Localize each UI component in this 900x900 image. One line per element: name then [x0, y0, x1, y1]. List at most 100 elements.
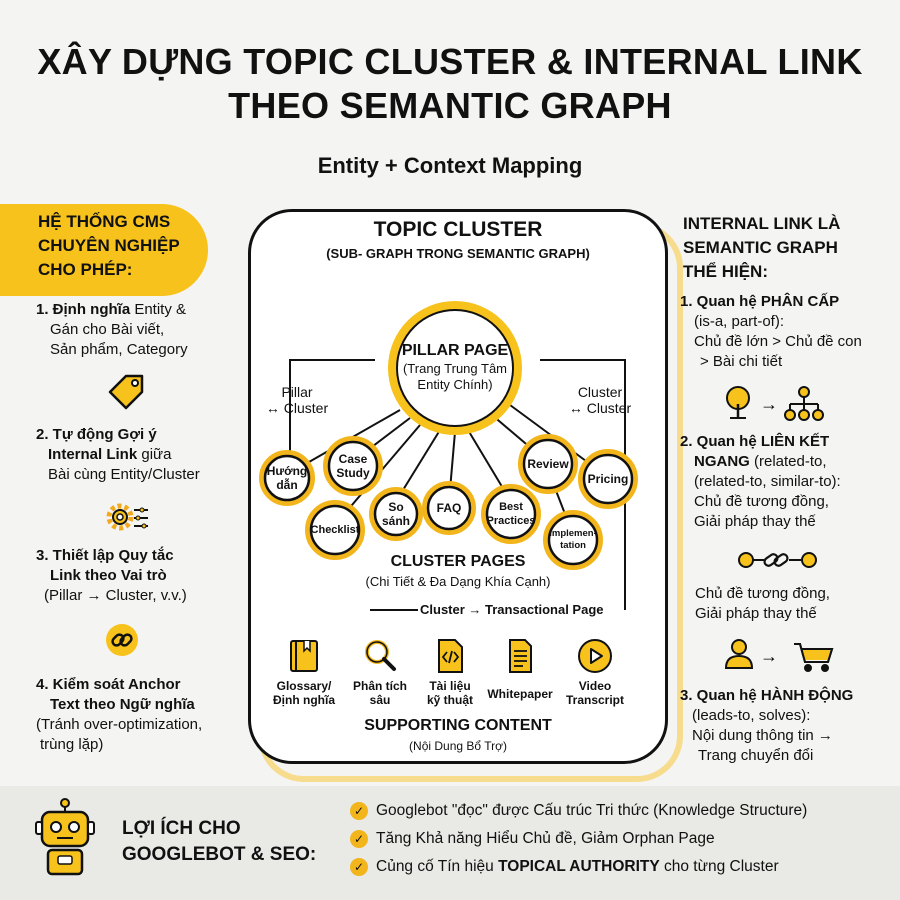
relation-line: Chủ đề lớn > Chủ đề con [694, 333, 862, 350]
cart-icon [794, 643, 834, 672]
node-text: Hướng [266, 464, 308, 478]
node-best-practices [485, 488, 537, 540]
support-label: sâu [369, 693, 391, 707]
support-whitepaper: Whitepaper [480, 638, 560, 701]
relation-horizontal-extra: Chủ đề tương đồng, Giải pháp thay thế [695, 584, 895, 624]
relation-line: Chủ đề tương đồng, [694, 493, 829, 510]
relation-line: Giải pháp thay thế [694, 513, 816, 530]
relation-line: (related-to, [749, 453, 827, 470]
support-label: Phân tích [352, 679, 407, 693]
cluster-pages-title: CLUSTER PAGES [390, 553, 526, 570]
node-so-sanh [373, 491, 419, 537]
title-line-1: XÂY DỰNG TOPIC CLUSTER & INTERNAL LINK [37, 41, 863, 82]
hierarchy-icon [784, 386, 824, 421]
pillar-label: PILLAR PAGE (Trang Trung Tâm Entity Chín… [385, 341, 525, 393]
support-label: Tài liệu [429, 679, 471, 693]
cluster-transactional-flow: Cluster → Transactional Page [420, 602, 604, 617]
node-implementation [547, 514, 599, 566]
relation-title: 3. Quan hệ HÀNH ĐỘNG [680, 687, 854, 704]
supporting-content-title: SUPPORTING CONTENT [364, 717, 552, 734]
cms-item-2-line3: Bài cùng Entity/Cluster [48, 466, 200, 483]
pillar-circle [396, 309, 514, 427]
relation-hierarchy: 1. Quan hệ PHÂN CẤP (is-a, part-of): Chủ… [680, 292, 895, 372]
node-faq [426, 485, 472, 531]
cms-item-2: 2. Tự động Gợi ý Internal Link giữa Bài … [36, 425, 236, 485]
benefit-text-bold: TOPICAL AUTHORITY [498, 858, 660, 875]
relation-line: Trang chuyển đổi [698, 747, 814, 764]
cms-header-line: CHUYÊN NGHIỆP [38, 236, 180, 255]
pillar-cluster-relation: Pillar ↔ Cluster [262, 384, 332, 416]
cms-header: HỆ THỐNG CMS CHUYÊN NGHIỆP CHO PHÉP: [0, 204, 208, 296]
check-icon: ✓ [350, 858, 368, 876]
header-line: THỂ HIỆN: [683, 262, 768, 281]
page-subtitle: Entity + Context Mapping [317, 153, 583, 178]
cms-header-line: HỆ THỐNG CMS [38, 212, 171, 231]
benefit-text-post: cho từng Cluster [659, 858, 779, 875]
node-label-checklist: Checklist [305, 522, 365, 538]
benefit-item-3: ✓ Củng cố Tín hiệu TOPICAL AUTHORITY cho… [350, 858, 779, 876]
cms-item-1-line3: Sản phẩm, Category [50, 341, 188, 358]
header-line: SEMANTIC GRAPH [683, 238, 838, 257]
node-label-pricing: Pricing [582, 471, 634, 487]
tag-icon [108, 374, 144, 410]
connector-pillar-right [540, 359, 626, 610]
relation-action: 3. Quan hệ HÀNH ĐỘNG (leads-to, solves):… [680, 686, 895, 766]
benefits-footer [0, 786, 900, 900]
support-glossary: Glossary/ Định nghĩa [264, 638, 344, 707]
support-label: Định nghĩa [273, 693, 335, 707]
tree-icon [726, 386, 750, 419]
header-line: INTERNAL LINK LÀ [683, 214, 841, 233]
node-label-faq: FAQ [425, 500, 473, 516]
node-text: So [388, 500, 404, 514]
chain-link-icon [738, 552, 817, 568]
relation-line: Pillar [281, 384, 313, 400]
support-label: Glossary/ [276, 679, 332, 693]
hierarchy-visual: → [726, 386, 824, 421]
check-icon: ✓ [350, 802, 368, 820]
node-checklist [309, 504, 361, 556]
relation-line: Chủ đề tương đồng, [695, 585, 830, 602]
relation-line: (is-a, part-of): [694, 313, 785, 330]
cms-item-4-bold: 4. Kiểm soát Anchor [36, 676, 181, 693]
cms-item-1-bold: 1. Định nghĩa [36, 301, 131, 318]
link-icon [106, 624, 138, 656]
node-text: Study [336, 466, 370, 480]
check-icon: ✓ [350, 830, 368, 848]
cms-header-line: CHO PHÉP: [38, 260, 133, 279]
user-icon [724, 639, 754, 669]
node-text: Practices [486, 515, 536, 527]
benefit-item-1: ✓ Googlebot "đọc" được Cấu trúc Tri thức… [350, 802, 807, 820]
cms-item-4-line3: (Tránh over-optimization, [36, 716, 203, 733]
robot-icon [35, 798, 95, 876]
cms-item-3: 3. Thiết lập Quy tắc Link theo Vai trò (… [36, 546, 236, 606]
arrow-icon: → [760, 394, 778, 414]
page-title: XÂY DỰNG TOPIC CLUSTER & INTERNAL LINK T… [0, 40, 900, 128]
node-text: sánh [381, 514, 410, 528]
relation-line: > Bài chi tiết [700, 353, 783, 370]
node-label-implementation: Implemen-tation [545, 527, 601, 553]
internal-link-header: INTERNAL LINK LÀ SEMANTIC GRAPH THỂ HIỆN… [683, 212, 893, 284]
relation-line: (related-to, similar-to): [694, 473, 841, 490]
relation-horizontal: 2. Quan hệ LIÊN KẾT NGANG (related-to, (… [680, 432, 895, 532]
node-label-review: Review [522, 456, 574, 472]
node-text: Case [338, 452, 368, 466]
benefit-text-pre: Củng cố Tín hiệu [376, 858, 499, 875]
node-text: tation [560, 540, 586, 551]
node-case-study [327, 440, 379, 492]
document-icon [509, 639, 532, 673]
cms-item-3-line3: (Pillar → Cluster, v.v.) [44, 587, 187, 604]
cms-item-1-rest: Entity & [130, 301, 187, 318]
benefits-title: LỢI ÍCH CHO GOOGLEBOT & SEO: [122, 816, 316, 868]
support-label: Whitepaper [487, 687, 553, 701]
cluster-cluster-relation: Cluster ↔ Cluster [562, 384, 638, 416]
node-text: dẫn [276, 478, 298, 492]
support-label: Video [578, 679, 612, 693]
supporting-content-subtitle: (Nội Dung Bổ Trợ) [409, 739, 507, 753]
play-icon [578, 639, 612, 673]
connector-pillar-left [289, 359, 375, 460]
cluster-nodes [259, 434, 638, 570]
